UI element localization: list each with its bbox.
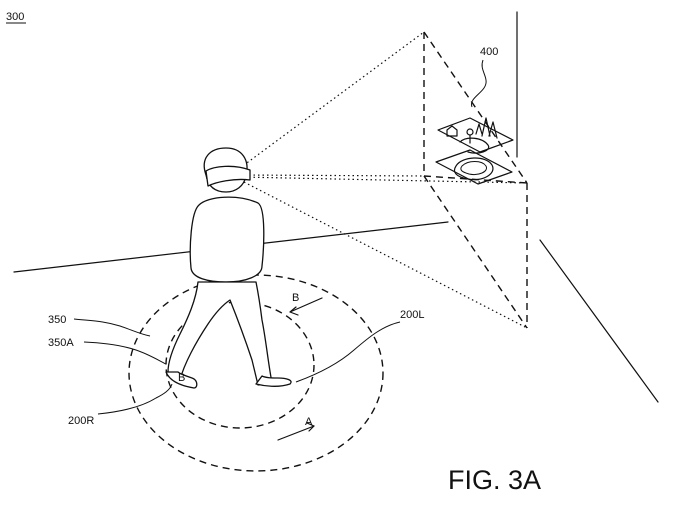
boundary-inner: [165, 301, 315, 429]
sight-line-top: [239, 31, 425, 169]
sight-line-middle: [239, 174, 425, 177]
sight-line-right: [239, 176, 528, 184]
label-left-foot: 200L: [400, 309, 424, 321]
arrow-b: [289, 297, 323, 313]
user-legs: [167, 281, 273, 386]
label-foot-b: B: [178, 372, 185, 384]
headset: [205, 165, 251, 187]
left-foot: [255, 375, 292, 387]
arrow-a-head: [306, 422, 315, 432]
label-outer-boundary: 350: [48, 314, 66, 326]
diorama-trees: [475, 117, 498, 139]
label-arrow-b: B: [292, 292, 299, 304]
diorama-building: [446, 125, 458, 137]
diorama-lower-layer: [435, 149, 513, 185]
diorama-upper-layer: [437, 117, 514, 153]
leader-350: [73, 318, 151, 337]
arrow-b-head: [289, 306, 299, 316]
diorama-path: [459, 137, 490, 154]
label-virtual-object: 400: [480, 46, 498, 58]
user-figure: [165, 147, 292, 389]
figure-caption: FIG. 3A: [448, 465, 541, 495]
sight-line-bottom: [239, 179, 528, 329]
diorama-lake-inner: [460, 161, 487, 175]
label-right-foot: 200R: [68, 415, 94, 427]
diorama-tower: [466, 128, 474, 136]
right-foot: [165, 371, 198, 389]
leader-350a: [83, 341, 167, 365]
user-torso: [189, 196, 265, 283]
label-arrow-a: A: [305, 416, 313, 428]
frustum-plane-edge-diagonal: [423, 175, 528, 329]
floor-wall-edge-right: [539, 239, 659, 403]
frustum-plane-edge-top: [423, 31, 528, 184]
leader-400: [471, 59, 487, 108]
arrow-a: [277, 425, 315, 441]
virtual-object-diorama: [435, 117, 514, 185]
diorama-lake: [453, 157, 494, 181]
label-inner-boundary: 350A: [48, 337, 74, 349]
figure-ref-number: 300: [6, 11, 24, 23]
leader-200l: [295, 321, 401, 383]
leader-200r: [97, 383, 173, 415]
